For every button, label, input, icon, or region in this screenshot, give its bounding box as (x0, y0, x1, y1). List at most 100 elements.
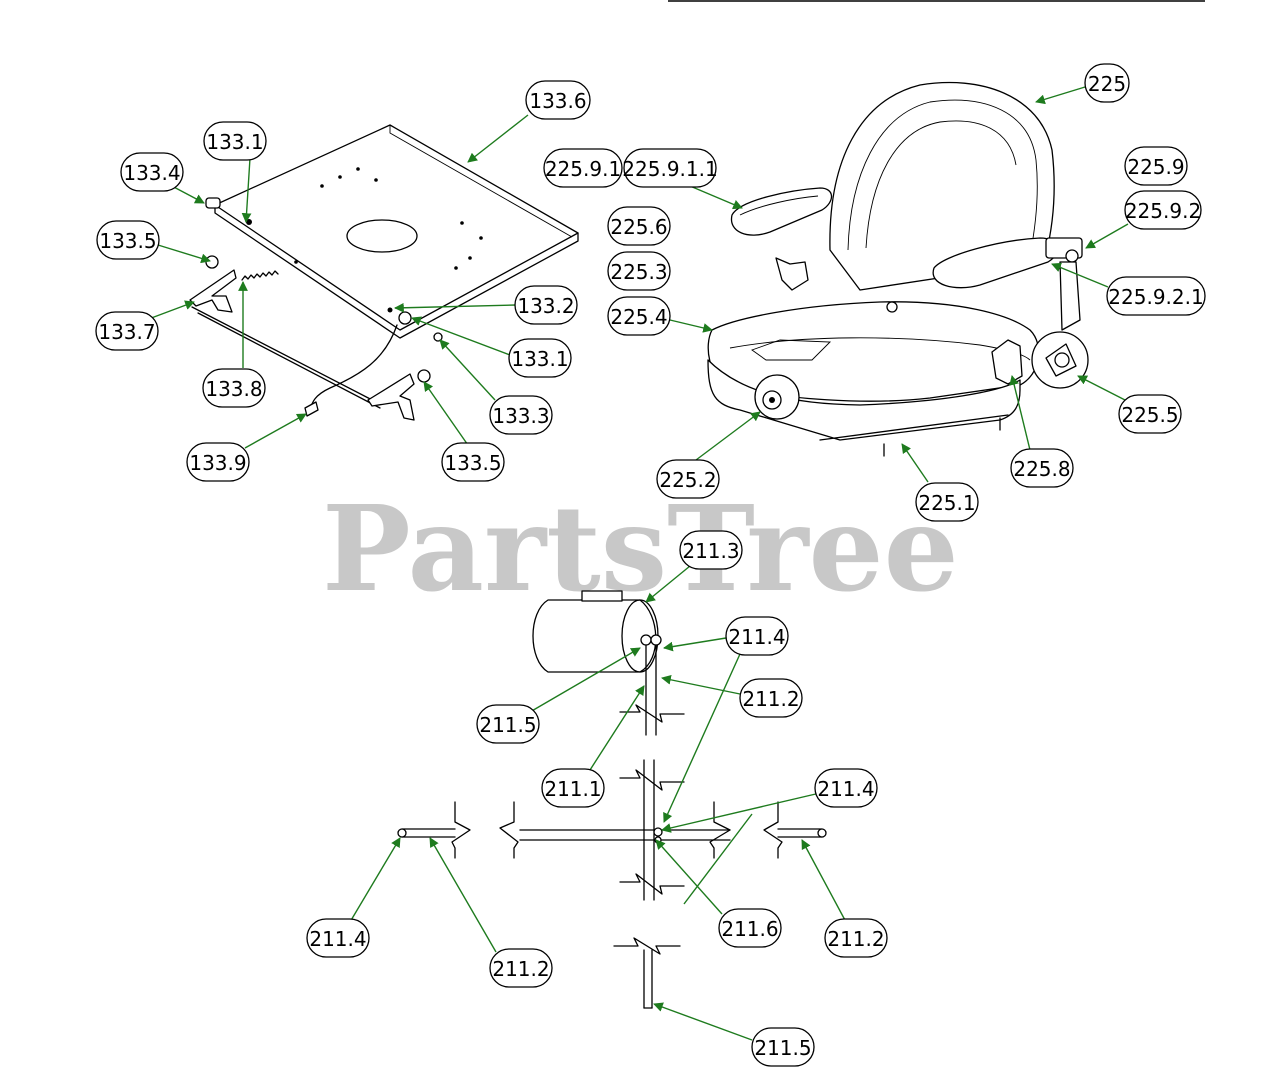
callout-label: 133.5 (99, 229, 156, 253)
callout-225: 225 (1084, 63, 1130, 103)
callout-balloon (476, 704, 540, 744)
leader-225-9-2 (1085, 223, 1129, 249)
cylinder-tab (581, 590, 623, 602)
adjust-knob (754, 374, 800, 420)
armrest-bolt (1065, 249, 1079, 263)
leader-133-4 (169, 184, 205, 204)
callout-balloon (95, 311, 159, 351)
callout-label: 225.9.2.1 (1108, 285, 1203, 309)
leader-225-9-2-1 (1051, 262, 1109, 288)
harness-assembly (397, 590, 827, 1009)
seat-switch (991, 339, 1023, 385)
callout-133-5b: 133.5 (441, 442, 505, 482)
cylinder-body (532, 599, 657, 673)
callout-label: 225.9.1.1 (622, 157, 717, 181)
callout-211-3: 211.3 (679, 530, 743, 570)
callout-225-1: 225.1 (915, 482, 979, 522)
callout-label: 225.6 (610, 215, 667, 239)
leader-133-3 (439, 339, 496, 401)
leader-211-4c (661, 792, 821, 833)
seat-plate-lip (389, 125, 573, 238)
watermark-text: PartsTree (322, 479, 959, 618)
callout-133-5a: 133.5 (96, 220, 160, 260)
callout-label: 133.3 (492, 404, 549, 428)
seat-plate-holes (246, 167, 483, 313)
washer-right (417, 369, 431, 383)
seat-assembly (707, 81, 1089, 457)
callout-balloon (203, 121, 267, 161)
callout-label: 133.6 (529, 89, 586, 113)
callout-balloon (525, 80, 591, 120)
leader-211-5b (653, 1002, 753, 1041)
washer-left (205, 255, 219, 269)
callout-label: 211.4 (728, 625, 785, 649)
pivot-rod-lower (197, 312, 381, 409)
callout-label: 211.2 (742, 687, 799, 711)
leader-133-7 (145, 300, 195, 321)
callout-211-1: 211.1 (541, 768, 605, 808)
leader-lines (145, 86, 1129, 1041)
seat-spring (241, 270, 279, 281)
callout-label: 133.1 (206, 130, 263, 154)
callout-balloon (814, 768, 878, 808)
lever-bolt-2 (650, 634, 662, 646)
seat-plate-edge (214, 204, 579, 339)
callout-balloon (623, 148, 717, 188)
leader-211-5a (529, 647, 641, 713)
callout-label: 211.4 (309, 927, 366, 951)
release-cable (309, 324, 398, 411)
left-armrest-pad (739, 195, 819, 216)
callout-225-6: 225.6 (607, 206, 671, 246)
adjust-knob-center (769, 397, 775, 403)
callout-211-4a: 211.4 (725, 616, 789, 656)
callout-balloon (1118, 394, 1182, 434)
leader-133-9 (244, 413, 307, 449)
callout-balloon (306, 918, 370, 958)
leader-211-6 (655, 839, 723, 915)
left-bracket (189, 269, 237, 313)
leader-211-4c-b (683, 813, 753, 905)
callout-133-1a: 133.1 (203, 121, 267, 161)
callout-balloon (824, 918, 888, 958)
bolt-right (398, 311, 412, 325)
callout-label: 133.5 (444, 451, 501, 475)
right-rod-break (763, 801, 783, 859)
callout-211-5b: 211.5 (751, 1027, 815, 1067)
callout-211-4b: 211.4 (814, 768, 878, 808)
callout-133-7: 133.7 (95, 311, 159, 351)
callout-balloon (1106, 276, 1206, 316)
callout-225-8: 225.8 (1010, 448, 1074, 488)
callout-label: 133.4 (123, 161, 180, 185)
callout-layer: 133.6133.1133.4133.5133.7133.8133.2133.1… (95, 63, 1206, 1067)
callout-225-9: 225.9 (1124, 146, 1188, 186)
callout-balloon (120, 152, 184, 192)
leader-225-8 (1009, 375, 1031, 451)
callout-label: 211.2 (492, 957, 549, 981)
callout-133-2: 133.2 (514, 285, 578, 325)
callout-211-2c: 211.2 (824, 918, 888, 958)
callout-label: 133.9 (189, 451, 246, 475)
callout-label: 211.1 (544, 777, 601, 801)
callout-label: 211.5 (754, 1036, 811, 1060)
callout-balloon (1124, 190, 1202, 230)
callout-balloon (1010, 448, 1074, 488)
leader-211-4a (663, 637, 727, 652)
callout-label: 225.2 (659, 468, 716, 492)
callout-balloon (607, 206, 671, 246)
callout-balloon (186, 442, 250, 482)
callout-211-5a: 211.5 (476, 704, 540, 744)
callout-balloon (489, 948, 553, 988)
leader-211-2a (661, 674, 741, 695)
callout-225-4: 225.4 (607, 296, 671, 336)
seat-hook (775, 257, 809, 291)
callout-balloon (607, 251, 671, 291)
callout-balloon (679, 530, 743, 570)
callout-211-4c: 211.4 (306, 918, 370, 958)
backrest-contour (847, 99, 1038, 256)
right-rod-end (817, 828, 827, 838)
callout-label: 225.3 (610, 260, 667, 284)
seat-slide-rail (819, 414, 1009, 441)
seat-plate-hole (346, 219, 418, 253)
callout-label: 211.5 (479, 713, 536, 737)
